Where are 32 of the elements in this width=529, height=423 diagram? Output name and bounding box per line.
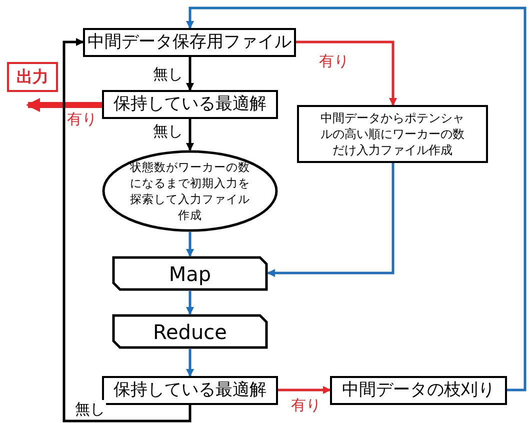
edge-label: 無し [74,400,106,418]
process-box [112,256,268,291]
process-ellipse [102,150,278,232]
process-box [102,90,278,119]
node-text: 状態数がワーカーの数になるまで初期入力を探索して入力ファイル作成 [129,159,251,223]
node-text: Map [168,260,212,288]
arrow [62,38,192,422]
process-box [102,376,278,405]
arrow [296,40,397,106]
edge-label: 無し [152,122,184,140]
file-box [83,28,296,57]
arrow [186,349,194,377]
node-text: 中間データ保存用ファイル [88,30,292,54]
arrow [186,119,194,151]
arrow [267,163,394,277]
output-box [7,62,58,92]
arrow [26,98,102,112]
edge-label: 無し [152,65,184,83]
arrow [186,291,194,315]
arrow [186,232,194,257]
node-text: 出力 [16,66,48,88]
process-box [330,376,507,405]
process-box [297,105,488,163]
process-box [112,314,268,349]
arrow [186,6,526,392]
arrow [278,386,331,394]
node-text: 保持している最適解 [114,378,266,402]
node-text: 中間データからポテンシャルの高い順にワーカーの数だけ入力ファイル作成 [320,110,466,158]
arrow [186,57,194,91]
node-text: Reduce [153,318,227,346]
node-text: 中間データの枝刈り [342,378,495,402]
node-text: 保持している最適解 [114,92,266,116]
